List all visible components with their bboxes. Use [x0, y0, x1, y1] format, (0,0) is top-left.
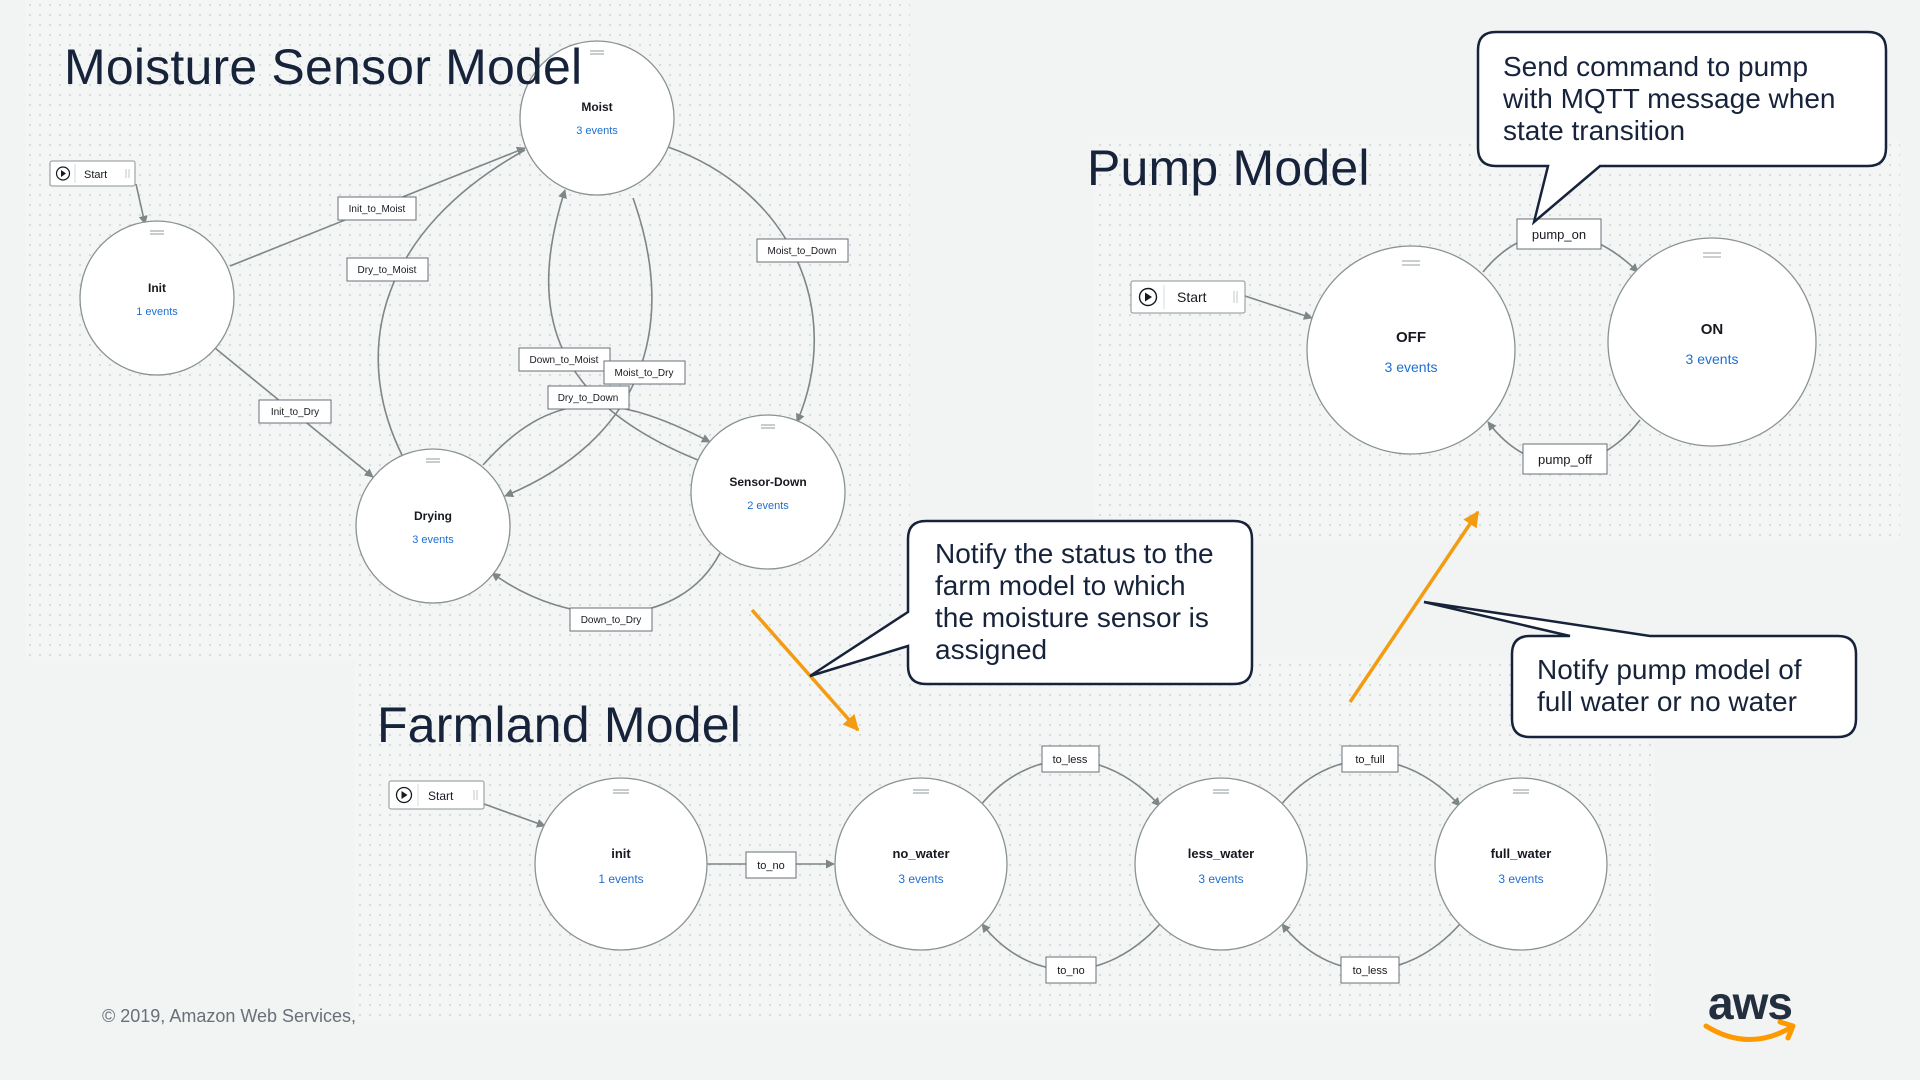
- edge-down-to-moist: [547, 189, 709, 465]
- edge-label-dry-to-down[interactable]: Dry_to_Down: [547, 385, 630, 410]
- callout-line: Notify the status to the: [935, 538, 1214, 569]
- callout-line: the moisture sensor is: [935, 602, 1209, 633]
- svg-text:Down_to_Dry: Down_to_Dry: [581, 615, 642, 626]
- callout-line: state transition: [1503, 115, 1685, 146]
- farmland-model-title: Farmland Model: [377, 697, 742, 753]
- node-name: ON: [1701, 321, 1724, 338]
- state-node-off[interactable]: OFF 3 events: [1306, 245, 1516, 455]
- callout-line: Send command to pump: [1503, 51, 1808, 82]
- edge-moist-to-dry: [504, 197, 653, 498]
- svg-text:to_full: to_full: [1355, 754, 1384, 766]
- edge-label-init-to-moist[interactable]: Init_to_Moist: [337, 196, 417, 221]
- svg-text:to_no: to_no: [1057, 965, 1085, 977]
- node-name: Drying: [414, 509, 452, 523]
- start-label: Start: [1177, 289, 1207, 305]
- state-node-sensor-down[interactable]: Sensor-Down 2 events: [690, 414, 846, 570]
- aws-logo-text: aws: [1708, 977, 1793, 1029]
- state-node-less-water[interactable]: less_water 3 events: [1134, 777, 1308, 951]
- copyright-footer: © 2019, Amazon Web Services, Inc. or its…: [102, 1006, 360, 1026]
- callout-line: with MQTT message when: [1502, 83, 1836, 114]
- node-events[interactable]: 3 events: [1385, 359, 1438, 375]
- node-name: Sensor-Down: [729, 475, 806, 489]
- edge-label-less-to-full[interactable]: to_full: [1341, 745, 1399, 773]
- state-node-drying[interactable]: Drying 3 events: [355, 448, 511, 604]
- edge-moist-to-down: [667, 146, 816, 423]
- pump-start[interactable]: Start: [1130, 280, 1246, 314]
- edge-label-down-to-dry[interactable]: Down_to_Dry: [569, 607, 653, 632]
- node-events[interactable]: 3 events: [1686, 351, 1739, 367]
- start-label: Start: [428, 789, 454, 803]
- edge-label-pump-on[interactable]: pump_on: [1516, 218, 1602, 250]
- edge-label-moist-to-dry[interactable]: Moist_to_Dry: [603, 360, 686, 385]
- svg-text:Init_to_Moist: Init_to_Moist: [349, 204, 406, 215]
- edge-dry-to-moist: [377, 149, 526, 456]
- svg-text:Down_to_Moist: Down_to_Moist: [530, 355, 599, 366]
- svg-text:to_less: to_less: [1053, 754, 1088, 766]
- state-node-on[interactable]: ON 3 events: [1607, 237, 1817, 447]
- moisture-canvas: [25, 0, 910, 660]
- node-name: Init: [148, 281, 166, 295]
- edge-label-init-to-dry[interactable]: Init_to_Dry: [258, 399, 332, 424]
- node-name: OFF: [1396, 329, 1426, 346]
- svg-text:Dry_to_Moist: Dry_to_Moist: [358, 265, 417, 276]
- edge-label-pump-off[interactable]: pump_off: [1522, 443, 1608, 475]
- orange-arrow-farm-to-pump: [1348, 510, 1480, 703]
- edge-label-less-to-no[interactable]: to_no: [1045, 956, 1097, 984]
- aws-smile-icon: [1703, 1019, 1796, 1042]
- farmland-start[interactable]: Start: [388, 780, 485, 810]
- callout-line: assigned: [935, 634, 1047, 665]
- svg-text:Moist_to_Dry: Moist_to_Dry: [615, 368, 674, 379]
- node-events[interactable]: 3 events: [1498, 872, 1543, 886]
- node-name: Moist: [581, 100, 612, 114]
- node-events[interactable]: 3 events: [576, 125, 618, 137]
- edge-start-to-off: [1244, 295, 1313, 320]
- svg-text:to_no: to_no: [757, 860, 785, 872]
- edge-start-to-init: [483, 803, 546, 828]
- orange-arrow-moisture-to-farm: [750, 608, 860, 732]
- callout-pump-command: Send command to pump with MQTT message w…: [1476, 30, 1888, 226]
- edge-label-full-to-less[interactable]: to_less: [1340, 956, 1400, 984]
- svg-text:Init_to_Dry: Init_to_Dry: [271, 407, 319, 418]
- node-events[interactable]: 3 events: [898, 872, 943, 886]
- node-events[interactable]: 1 events: [136, 306, 178, 318]
- edge-label-no-to-less[interactable]: to_less: [1041, 745, 1100, 773]
- svg-text:pump_on: pump_on: [1532, 227, 1586, 242]
- node-name: less_water: [1188, 846, 1255, 861]
- callout-line: Notify pump model of: [1537, 654, 1802, 685]
- state-node-moist[interactable]: Moist 3 events: [519, 40, 675, 196]
- node-events[interactable]: 1 events: [598, 872, 643, 886]
- state-node-init[interactable]: init 1 events: [534, 777, 708, 951]
- edge-dry-to-down: [482, 404, 711, 466]
- svg-text:Dry_to_Down: Dry_to_Down: [558, 393, 619, 404]
- node-name: full_water: [1491, 846, 1552, 861]
- edge-label-moist-to-down[interactable]: Moist_to_Down: [756, 238, 849, 263]
- node-events[interactable]: 2 events: [747, 500, 789, 512]
- node-name: init: [611, 846, 631, 861]
- edge-label-init-to-no[interactable]: to_no: [745, 851, 797, 879]
- node-events[interactable]: 3 events: [412, 534, 454, 546]
- state-node-init[interactable]: Init 1 events: [79, 220, 235, 376]
- callout-notify-farm: Notify the status to the farm model to w…: [809, 519, 1254, 686]
- callout-line: full water or no water: [1537, 686, 1797, 717]
- pump-model-title: Pump Model: [1087, 140, 1370, 196]
- state-node-no-water[interactable]: no_water 3 events: [834, 777, 1008, 951]
- edge-down-to-dry: [491, 552, 721, 615]
- svg-text:Moist_to_Down: Moist_to_Down: [768, 246, 837, 257]
- state-node-full-water[interactable]: full_water 3 events: [1434, 777, 1608, 951]
- moisture-start[interactable]: Start: [49, 160, 136, 187]
- edge-label-down-to-moist[interactable]: Down_to_Moist: [518, 347, 611, 372]
- aws-logo: aws: [1700, 980, 1800, 1050]
- callout-notify-pump: Notify pump model of full water or no wa…: [1423, 600, 1858, 739]
- start-label: Start: [84, 169, 107, 181]
- edge-label-dry-to-moist[interactable]: Dry_to_Moist: [346, 257, 429, 282]
- node-name: no_water: [892, 846, 949, 861]
- svg-text:to_less: to_less: [1353, 965, 1388, 977]
- moisture-model-title: Moisture Sensor Model: [64, 39, 583, 95]
- node-events[interactable]: 3 events: [1198, 872, 1243, 886]
- callout-line: farm model to which: [935, 570, 1186, 601]
- svg-text:pump_off: pump_off: [1538, 452, 1592, 467]
- edge-start-to-init: [135, 183, 148, 225]
